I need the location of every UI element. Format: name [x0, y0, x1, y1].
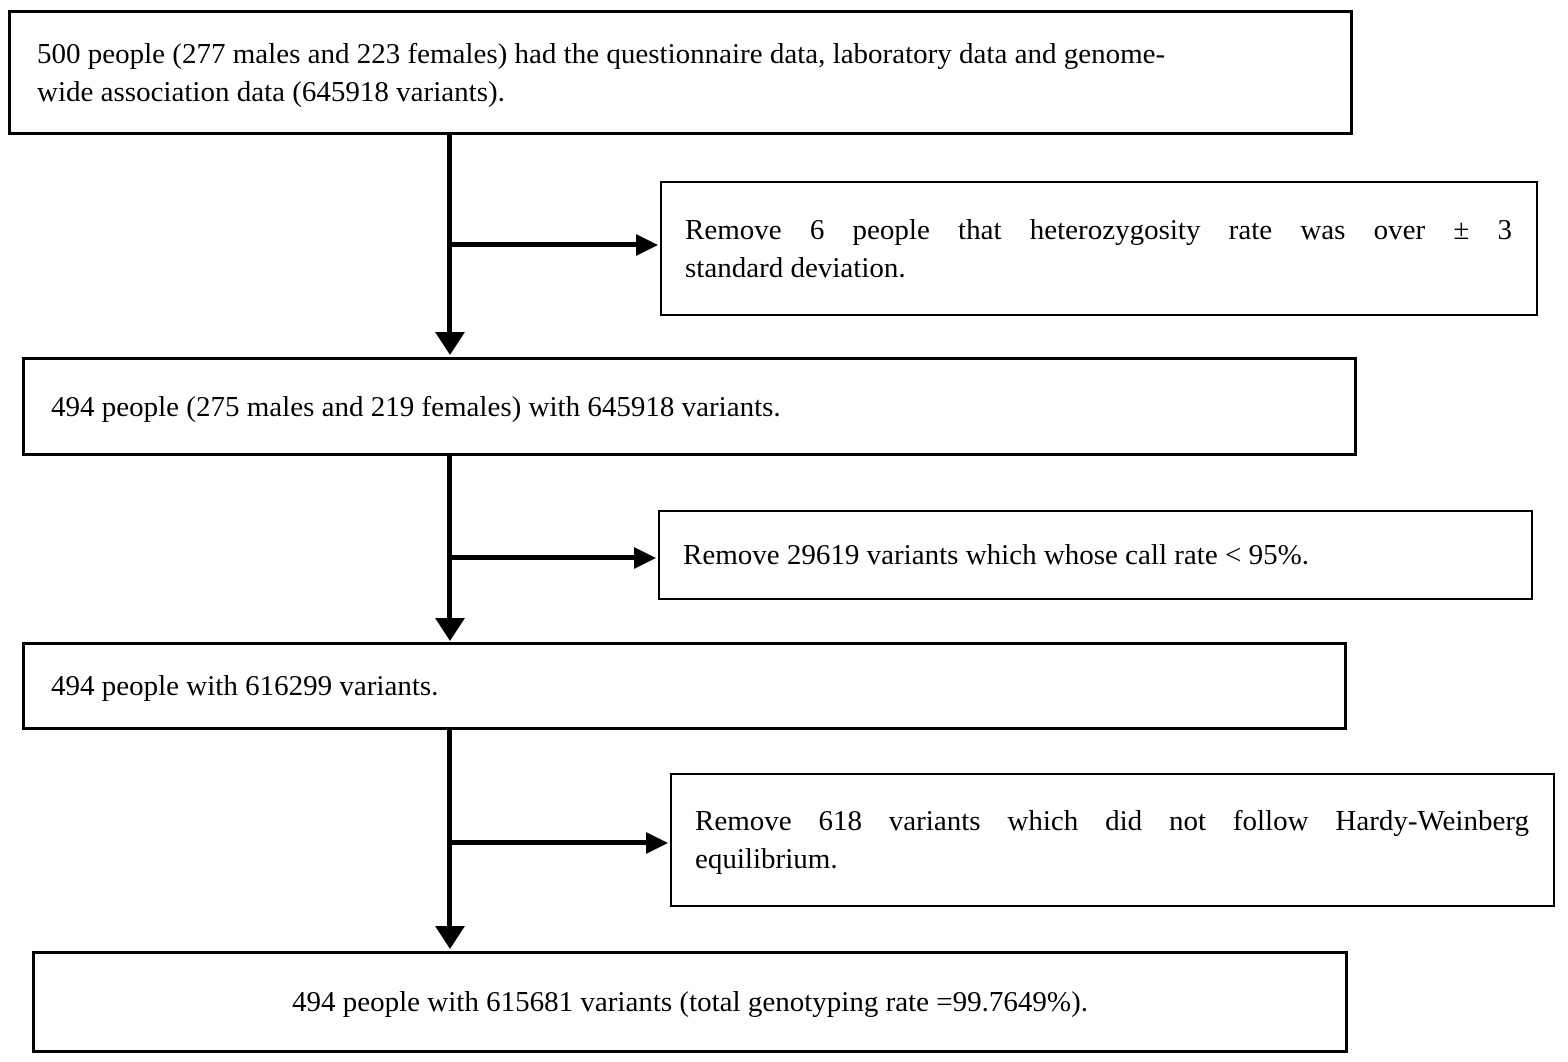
removal-text-line: Remove 6 people that heterozygosity rate…: [685, 213, 1512, 246]
removal-box-call-rate: Remove 29619 variants which whose call r…: [658, 510, 1533, 600]
connector-branch-line-2: [450, 555, 634, 560]
arrow-right-icon-3: [646, 832, 668, 854]
removal-text-line: standard deviation.: [685, 251, 906, 284]
connector-vertical-line-2: [447, 456, 452, 618]
step-text-line: 494 people with 616299 variants.: [51, 670, 439, 702]
step-box-after-call-rate-filter: 494 people with 616299 variants.: [22, 642, 1347, 730]
removal-text-line: Remove 29619 variants which whose call r…: [683, 539, 1309, 571]
step-box-after-people-removal: 494 people (275 males and 219 females) w…: [22, 357, 1357, 456]
arrow-right-icon-2: [634, 547, 656, 569]
removal-text-line: Remove 618 variants which did not follow…: [695, 805, 1529, 837]
arrow-right-icon-1: [636, 234, 658, 256]
step-text-line: 500 people (277 males and 223 females) h…: [37, 37, 1166, 70]
connector-vertical-line-3: [447, 730, 452, 926]
step-text-line: 494 people (275 males and 219 females) w…: [51, 390, 781, 423]
removal-box-heterozygosity: Remove 6 people that heterozygosity rate…: [660, 181, 1538, 316]
arrow-down-icon-2: [435, 618, 465, 641]
step-text-line: 494 people with 615681 variants (total g…: [292, 986, 1088, 1018]
step-box-final-sample: 494 people with 615681 variants (total g…: [32, 951, 1348, 1053]
removal-box-hardy-weinberg: Remove 618 variants which did not follow…: [670, 773, 1555, 907]
step-box-initial-sample: 500 people (277 males and 223 females) h…: [8, 10, 1353, 135]
arrow-down-icon-3: [435, 926, 465, 949]
connector-branch-line-3: [450, 840, 646, 845]
connector-branch-line-1: [450, 242, 636, 247]
removal-text-line: equilibrium.: [695, 843, 838, 875]
connector-vertical-line-1: [447, 135, 452, 332]
step-text-line: wide association data (645918 variants).: [37, 75, 505, 108]
arrow-down-icon-1: [435, 332, 465, 355]
